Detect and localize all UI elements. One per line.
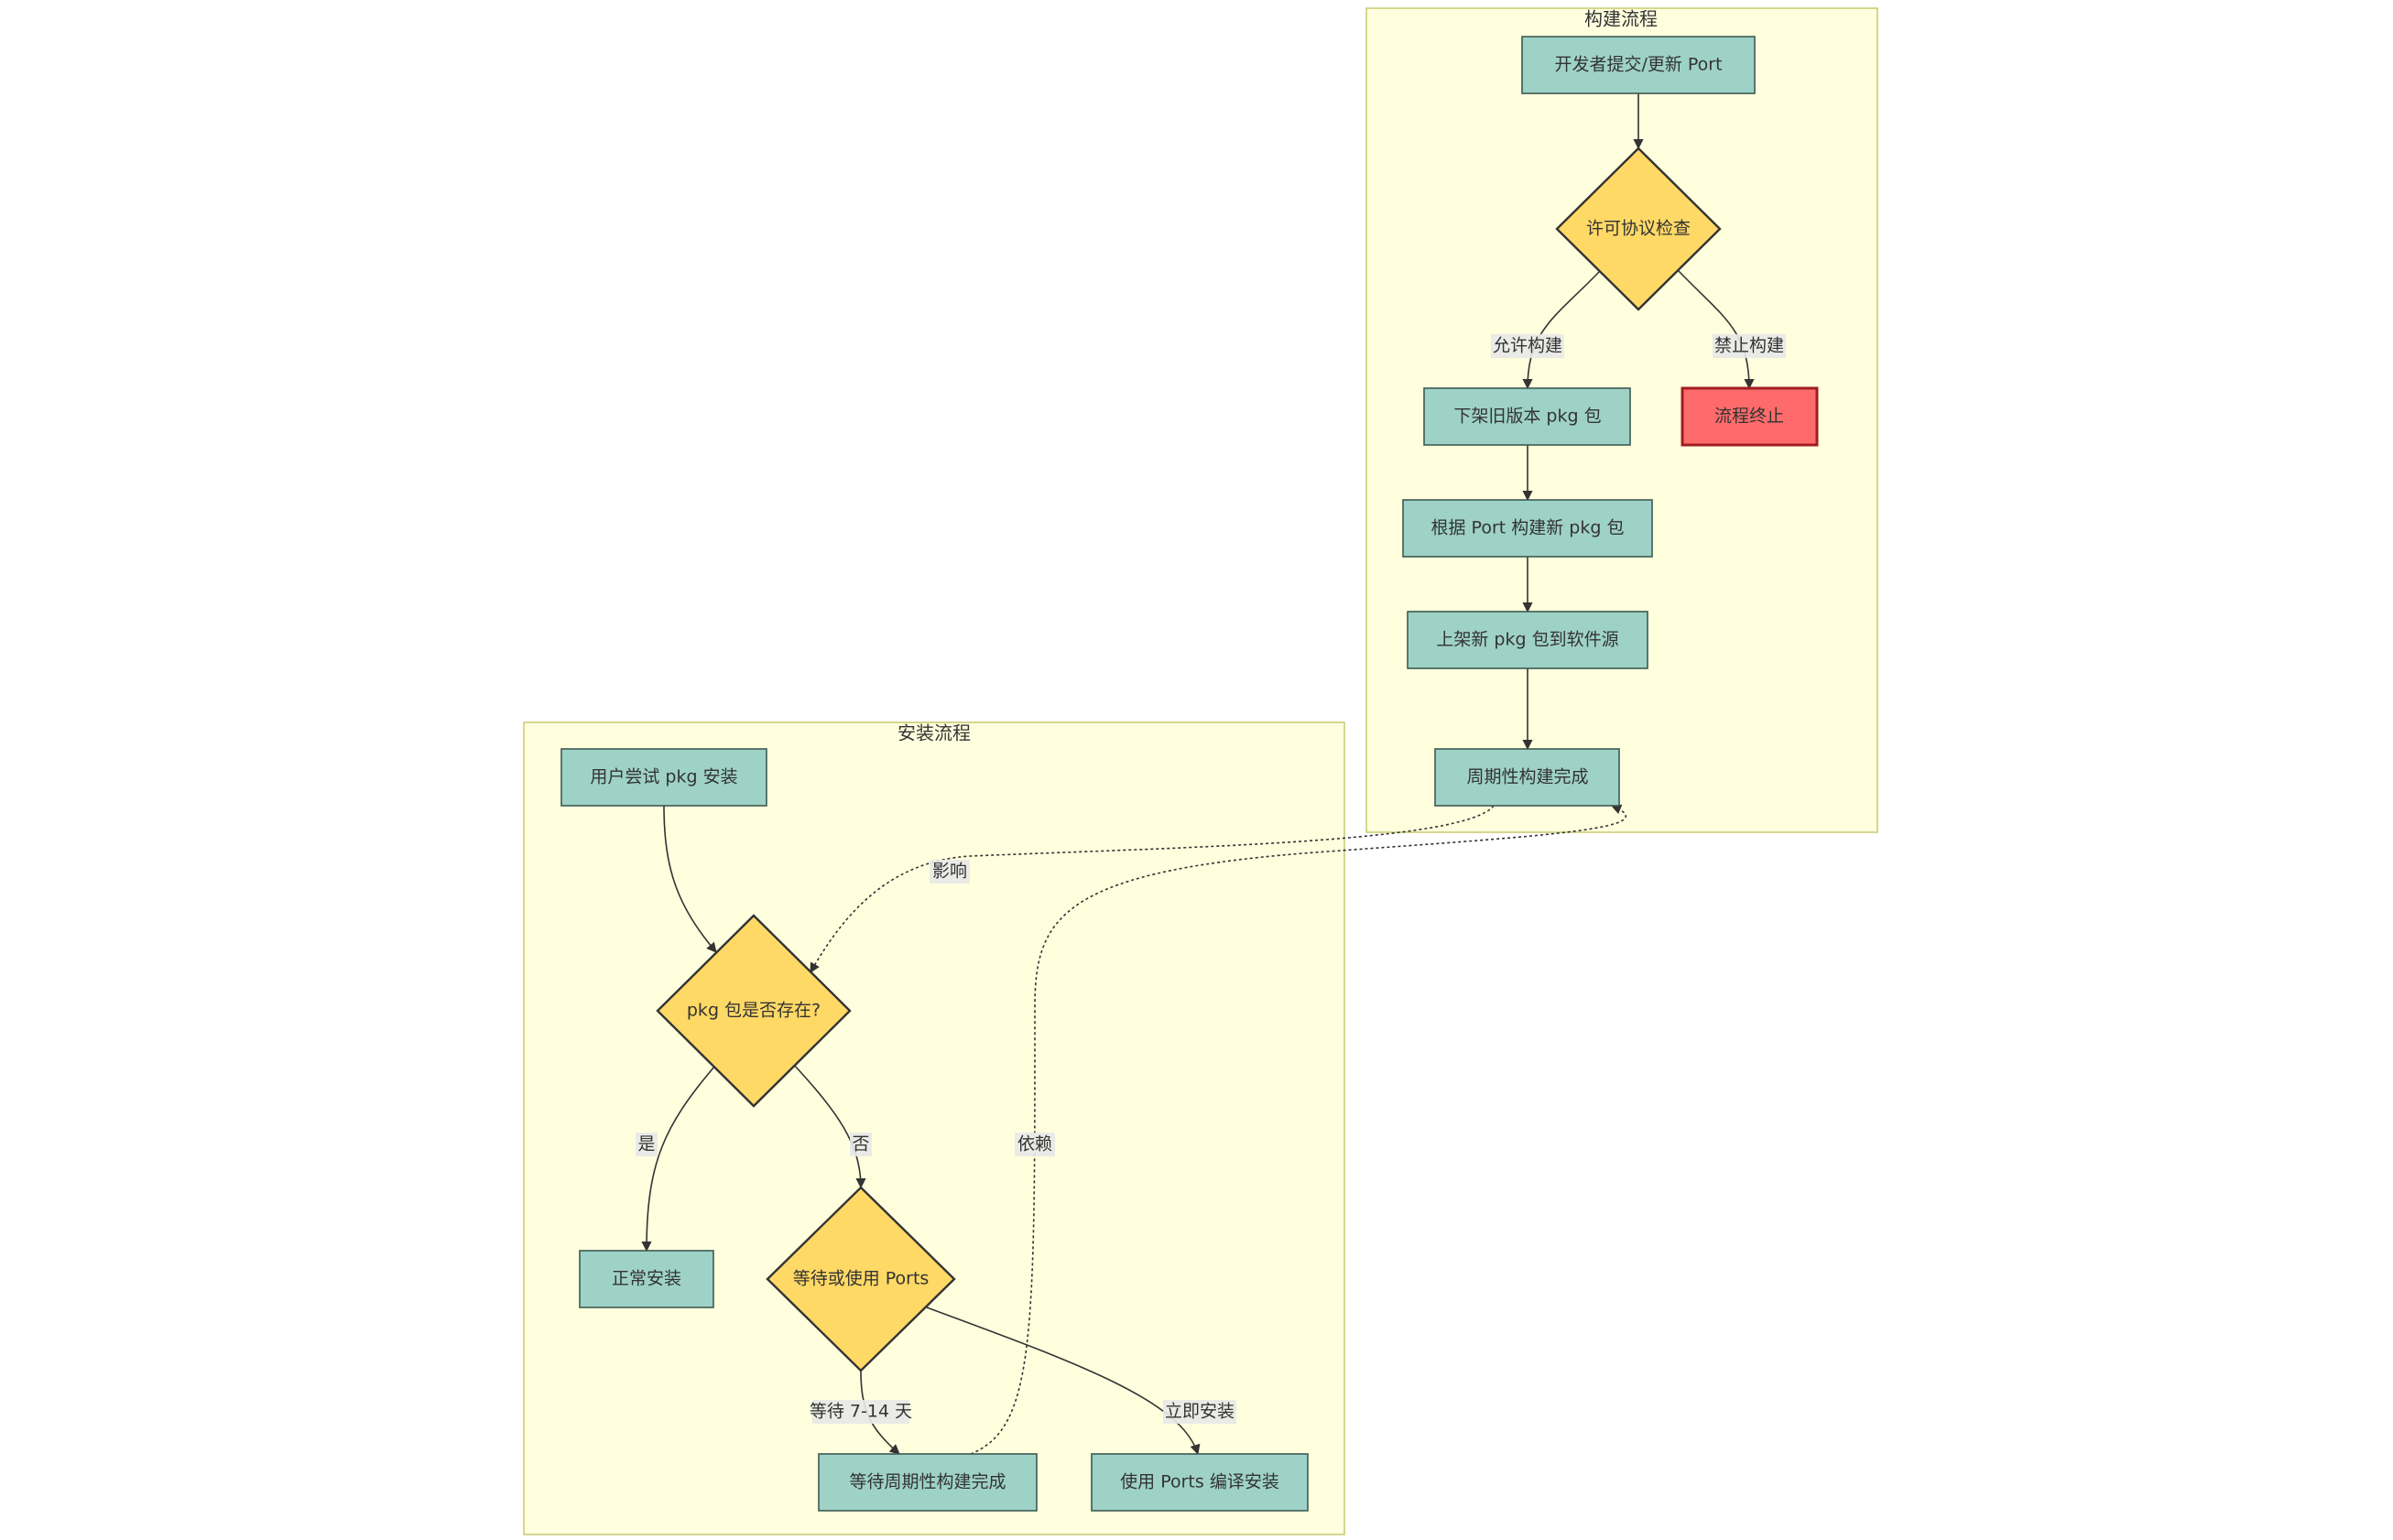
node-periodic-done[interactable]: 周期性构建完成 [1434,748,1620,807]
node-wait-or-ports[interactable]: 等待或使用 Ports [766,1186,956,1372]
svg-text:立即安装: 立即安装 [1165,1402,1235,1422]
edge-label-no: 否 [850,1133,872,1156]
edge-label-allow-build: 允许构建 [1491,334,1564,358]
edge-label-yes: 是 [636,1133,658,1156]
svg-text:周期性构建完成: 周期性构建完成 [1466,767,1588,787]
svg-text:使用 Ports 编译安装: 使用 Ports 编译安装 [1120,1472,1279,1492]
node-build-new[interactable]: 根据 Port 构建新 pkg 包 [1402,499,1653,558]
svg-text:根据 Port 构建新 pkg 包: 根据 Port 构建新 pkg 包 [1431,518,1625,538]
svg-text:等待周期性构建完成: 等待周期性构建完成 [849,1472,1006,1492]
node-dev-submit[interactable]: 开发者提交/更新 Port [1521,36,1756,94]
node-publish[interactable]: 上架新 pkg 包到软件源 [1407,611,1648,669]
svg-text:许可协议检查: 许可协议检查 [1586,219,1691,239]
svg-text:禁止构建: 禁止构建 [1714,336,1784,356]
edge-label-depend: 依赖 [1015,1133,1055,1156]
node-stop[interactable]: 流程终止 [1681,386,1819,447]
edge-label-influence: 影响 [930,860,970,884]
edges [641,93,1755,1456]
edge-usertry-to-exists [663,805,717,953]
node-normal-install[interactable]: 正常安装 [579,1250,714,1308]
edge-labels: 允许构建 禁止构建 影响 是 否 依赖 等待 7-14 天 立即安装 [636,334,1786,1424]
svg-text:开发者提交/更新 Port: 开发者提交/更新 Port [1554,55,1722,75]
node-user-try[interactable]: 用户尝试 pkg 安装 [560,748,767,807]
edge-exists-to-normal [641,1066,715,1253]
edge-periodic-influence-exists [810,805,1495,973]
cluster-install-label: 安装流程 [897,722,971,744]
svg-text:正常安装: 正常安装 [612,1269,681,1289]
edge-label-wait-days: 等待 7-14 天 [810,1400,912,1424]
svg-text:等待 7-14 天: 等待 7-14 天 [810,1402,912,1422]
edge-check-to-remove [1522,270,1601,390]
svg-text:流程终止: 流程终止 [1714,407,1784,427]
svg-text:用户尝试 pkg 安装: 用户尝试 pkg 安装 [590,767,737,787]
node-ports-compile[interactable]: 使用 Ports 编译安装 [1091,1453,1309,1512]
edge-exists-to-wait-or-ports [792,1063,866,1189]
edge-wait-or-ports-to-compile [926,1307,1201,1456]
svg-text:影响: 影响 [932,862,967,882]
cluster-install: 安装流程 [523,721,1345,1535]
edge-check-to-stop [1678,270,1755,390]
node-license-check[interactable]: 许可协议检查 [1555,146,1722,311]
svg-text:pkg 包是否存在?: pkg 包是否存在? [687,1001,821,1021]
svg-text:上架新 pkg 包到软件源: 上架新 pkg 包到软件源 [1436,630,1618,650]
node-pkg-exists[interactable]: pkg 包是否存在? [656,914,852,1108]
edge-label-install-now: 立即安装 [1163,1400,1236,1424]
svg-text:下架旧版本 pkg 包: 下架旧版本 pkg 包 [1453,407,1601,427]
cluster-build-label: 构建流程 [1584,8,1658,30]
node-remove-old[interactable]: 下架旧版本 pkg 包 [1423,387,1631,446]
svg-text:等待或使用 Ports: 等待或使用 Ports [793,1269,930,1289]
edge-label-forbid-build: 禁止构建 [1713,334,1786,358]
svg-text:是: 是 [637,1134,655,1155]
svg-text:允许构建: 允许构建 [1493,336,1562,356]
svg-text:依赖: 依赖 [1017,1134,1052,1155]
node-wait-periodic[interactable]: 等待周期性构建完成 [818,1453,1038,1512]
edge-wait-depend-periodic [970,804,1626,1455]
svg-text:否: 否 [852,1134,869,1155]
